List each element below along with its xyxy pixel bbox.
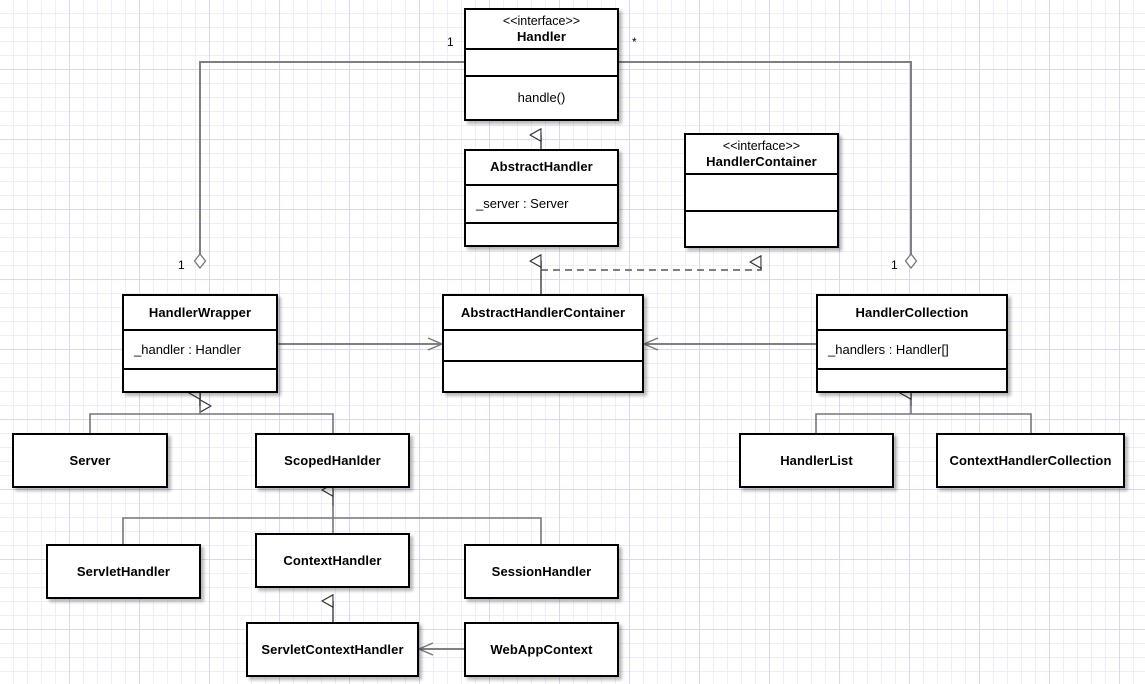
mult-handler-wrapper: 1 (178, 258, 185, 272)
uml-class-abstract-handler-container[interactable]: AbstractHandlerContainer (442, 294, 644, 393)
uml-class-handler-list[interactable]: HandlerList (739, 433, 894, 488)
class-attribute: _handlers : Handler[] (828, 341, 949, 357)
uml-class-servlet-handler[interactable]: ServletHandler (46, 544, 201, 599)
class-header: ServletHandler (48, 546, 199, 597)
class-operations-compartment (818, 368, 1006, 391)
class-attributes-compartment: _server : Server (466, 183, 617, 223)
class-name: HandlerContainer (706, 154, 817, 170)
class-operations-compartment (686, 209, 837, 246)
class-operation: handle() (517, 90, 566, 106)
class-header: AbstractHandlerContainer (444, 296, 642, 329)
uml-class-handler-wrapper[interactable]: HandlerWrapper _handler : Handler (122, 294, 278, 393)
class-name: SessionHandler (491, 563, 592, 579)
uml-class-abstract-handler[interactable]: AbstractHandler _server : Server (464, 149, 619, 247)
class-stereotype: <<interface>> (722, 139, 801, 154)
class-header: ContextHandler (257, 535, 408, 586)
uml-class-handler-collection[interactable]: HandlerCollection _handlers : Handler[] (816, 294, 1008, 393)
class-name: Server (69, 452, 111, 468)
uml-class-handler[interactable]: <<interface>>Handler handle() (464, 8, 619, 121)
class-attributes-compartment: _handlers : Handler[] (818, 329, 1006, 368)
class-header: ServletContextHandler (248, 624, 417, 675)
class-attribute: _server : Server (476, 195, 569, 211)
class-operations-compartment (124, 368, 276, 391)
class-header: HandlerList (741, 435, 892, 486)
class-name: ScopedHanlder (284, 452, 381, 468)
uml-class-server[interactable]: Server (12, 433, 168, 488)
class-name: ContextHandlerCollection (949, 452, 1112, 468)
uml-class-webappcontext[interactable]: WebAppContext (464, 622, 619, 677)
class-operations-compartment (466, 222, 617, 245)
class-header: WebAppContext (466, 624, 617, 675)
mult-left-handler: 1 (447, 35, 454, 49)
class-header: SessionHandler (466, 546, 617, 597)
class-attributes-compartment (466, 47, 617, 76)
class-name: HandlerWrapper (148, 304, 252, 320)
edge-handlerwrapper-aggregates-handler (200, 61, 464, 268)
class-name: AbstractHandlerContainer (460, 304, 626, 320)
class-attribute: _handler : Handler (134, 341, 241, 357)
mult-handler-collection: 1 (891, 258, 898, 272)
class-operations-compartment (444, 360, 642, 391)
class-name: HandlerList (780, 452, 853, 468)
class-attributes-compartment (686, 173, 837, 209)
class-name: Handler (516, 28, 567, 44)
uml-class-scoped-hanlder[interactable]: ScopedHanlder (255, 433, 410, 488)
uml-class-context-handler-collection[interactable]: ContextHandlerCollection (936, 433, 1125, 488)
class-name: HandlerCollection (855, 304, 969, 320)
class-name: AbstractHandler (490, 159, 593, 175)
edge-ahc-realizes-handlercontainer (541, 262, 762, 271)
class-header: HandlerCollection (818, 296, 1006, 329)
class-attributes-compartment (444, 329, 642, 360)
class-operations-compartment: handle() (466, 75, 617, 119)
edge-server-scoped-extends-handlerwrapper (89, 393, 334, 433)
class-stereotype: <<interface>> (502, 13, 581, 28)
mult-right-handler: * (632, 35, 637, 49)
uml-class-servlet-context-handler[interactable]: ServletContextHandler (246, 622, 419, 677)
class-header: ScopedHanlder (257, 435, 408, 486)
uml-class-handler-container[interactable]: <<interface>>HandlerContainer (684, 133, 839, 248)
uml-class-session-handler[interactable]: SessionHandler (464, 544, 619, 599)
class-name: ServletContextHandler (261, 641, 404, 657)
class-attributes-compartment: _handler : Handler (124, 329, 276, 368)
class-header: HandlerWrapper (124, 296, 276, 329)
class-header: <<interface>>Handler (466, 10, 617, 48)
class-name: ServletHandler (76, 563, 171, 579)
class-name: ContextHandler (283, 552, 382, 568)
class-header: <<interface>>HandlerContainer (686, 135, 837, 173)
class-header: ContextHandlerCollection (938, 435, 1123, 486)
class-header: Server (14, 435, 166, 486)
edge-handlerlist-chc-extends-handlercollection (815, 393, 1032, 433)
uml-class-context-handler[interactable]: ContextHandler (255, 533, 410, 588)
class-header: AbstractHandler (466, 151, 617, 184)
class-name: WebAppContext (490, 641, 593, 657)
